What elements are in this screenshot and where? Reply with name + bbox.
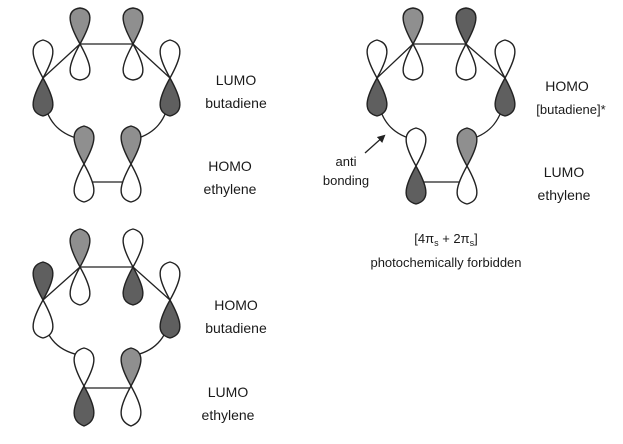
diagram-top-right-p2-up — [455, 7, 477, 46]
diagram-bottom-left-frame — [42, 266, 171, 389]
selection-rule-caption: [4πs + 2πs] photochemically forbidden — [370, 231, 521, 270]
diagram-bottom-left-p0-up — [32, 261, 54, 302]
diagram-top-right-p1-down — [402, 42, 424, 81]
diagram-top-left-p0-down — [32, 76, 54, 117]
diagram-top-left-upper-molecule: butadiene — [205, 95, 267, 111]
diagram-top-left-lower-orbital: HOMO — [208, 158, 252, 174]
diagram-top-left-e1-down — [73, 162, 95, 203]
diagram-bottom-left-p3-up — [159, 261, 181, 302]
diagram-top-right-p1-up — [402, 7, 424, 46]
diagram-bottom-left-lower-molecule: ethylene — [202, 407, 255, 423]
anti-bonding-arrow — [364, 134, 386, 154]
diagram-top-right-lower-orbital: LUMO — [544, 164, 585, 180]
diagram-top-right-e2-up — [456, 127, 478, 168]
diagram-top-left-lobes — [32, 7, 181, 203]
diagram-top-left-p2-down — [122, 42, 144, 81]
diagram-top-right-p0-down — [366, 76, 388, 117]
diagram-bottom-left-upper-molecule: butadiene — [205, 320, 267, 336]
diagram-top-right-upper-orbital: HOMO — [545, 78, 589, 94]
selection-rule: [4πs + 2πs] — [414, 231, 477, 248]
anti-bonding-annotation: anti bonding — [323, 134, 386, 188]
diagram-top-right-lobes — [366, 7, 516, 205]
diagram-top-right-p2-down — [455, 42, 477, 81]
anti-bonding-label-line2: bonding — [323, 173, 369, 188]
diagram-bottom-left-lower-orbital: LUMO — [208, 384, 249, 400]
anti-bonding-label-line1: anti — [336, 154, 357, 169]
diagram-bottom-left: HOMO butadiene LUMO ethylene — [32, 228, 267, 427]
diagram-bottom-left-upper-orbital: HOMO — [214, 297, 258, 313]
diagram-top-left-e2-up — [120, 125, 142, 166]
diagram-bottom-left-e2-down — [120, 384, 142, 427]
diagram-top-left-p1-down — [69, 42, 91, 81]
diagram-bottom-left-p0-down — [32, 298, 54, 339]
diagram-top-left-e2-down — [120, 162, 142, 203]
diagram-bottom-left-p1-up — [69, 228, 91, 269]
selection-verdict: photochemically forbidden — [370, 255, 521, 270]
diagram-bottom-left-p1-down — [69, 265, 91, 306]
diagram-top-right-e2-down — [456, 164, 478, 205]
diagram-top-left-p3-up — [159, 39, 181, 80]
diagram-top-right: HOMO [butadiene]* LUMO ethylene anti bon… — [323, 7, 606, 270]
diagram-top-left: LUMO butadiene HOMO ethylene — [32, 7, 267, 203]
diagram-top-right-p3-up — [494, 39, 516, 80]
diagram-bottom-left-e1-down — [73, 384, 95, 427]
diagram-top-left-p2-up — [122, 7, 144, 46]
diagram-top-right-upper-molecule: [butadiene]* — [536, 102, 605, 117]
diagram-bottom-left-p3-down — [159, 298, 181, 339]
diagram-top-right-p3-down — [494, 76, 516, 117]
diagram-bottom-left-p2-down — [122, 265, 144, 306]
diagram-top-left-lower-molecule: ethylene — [204, 181, 257, 197]
diagram-top-left-p3-down — [159, 76, 181, 117]
diagram-top-left-upper-orbital: LUMO — [216, 72, 257, 88]
diagram-top-left-e1-up — [73, 125, 95, 166]
diagram-top-left-p1-up — [69, 7, 91, 46]
diagram-bottom-left-e2-up — [120, 347, 142, 388]
diagram-top-left-p0-up — [32, 39, 54, 80]
diagram-top-right-frame — [376, 43, 506, 183]
diagram-top-right-p0-up — [366, 39, 388, 80]
diagram-top-right-e1-up — [405, 127, 427, 168]
diagram-top-left-frame — [42, 43, 171, 183]
diagram-bottom-left-p2-up — [122, 228, 144, 269]
diagram-bottom-left-lobes — [32, 228, 181, 427]
diagram-top-right-lower-molecule: ethylene — [538, 187, 591, 203]
diagram-bottom-left-e1-up — [73, 347, 95, 388]
diagram-top-right-e1-down — [405, 164, 427, 205]
